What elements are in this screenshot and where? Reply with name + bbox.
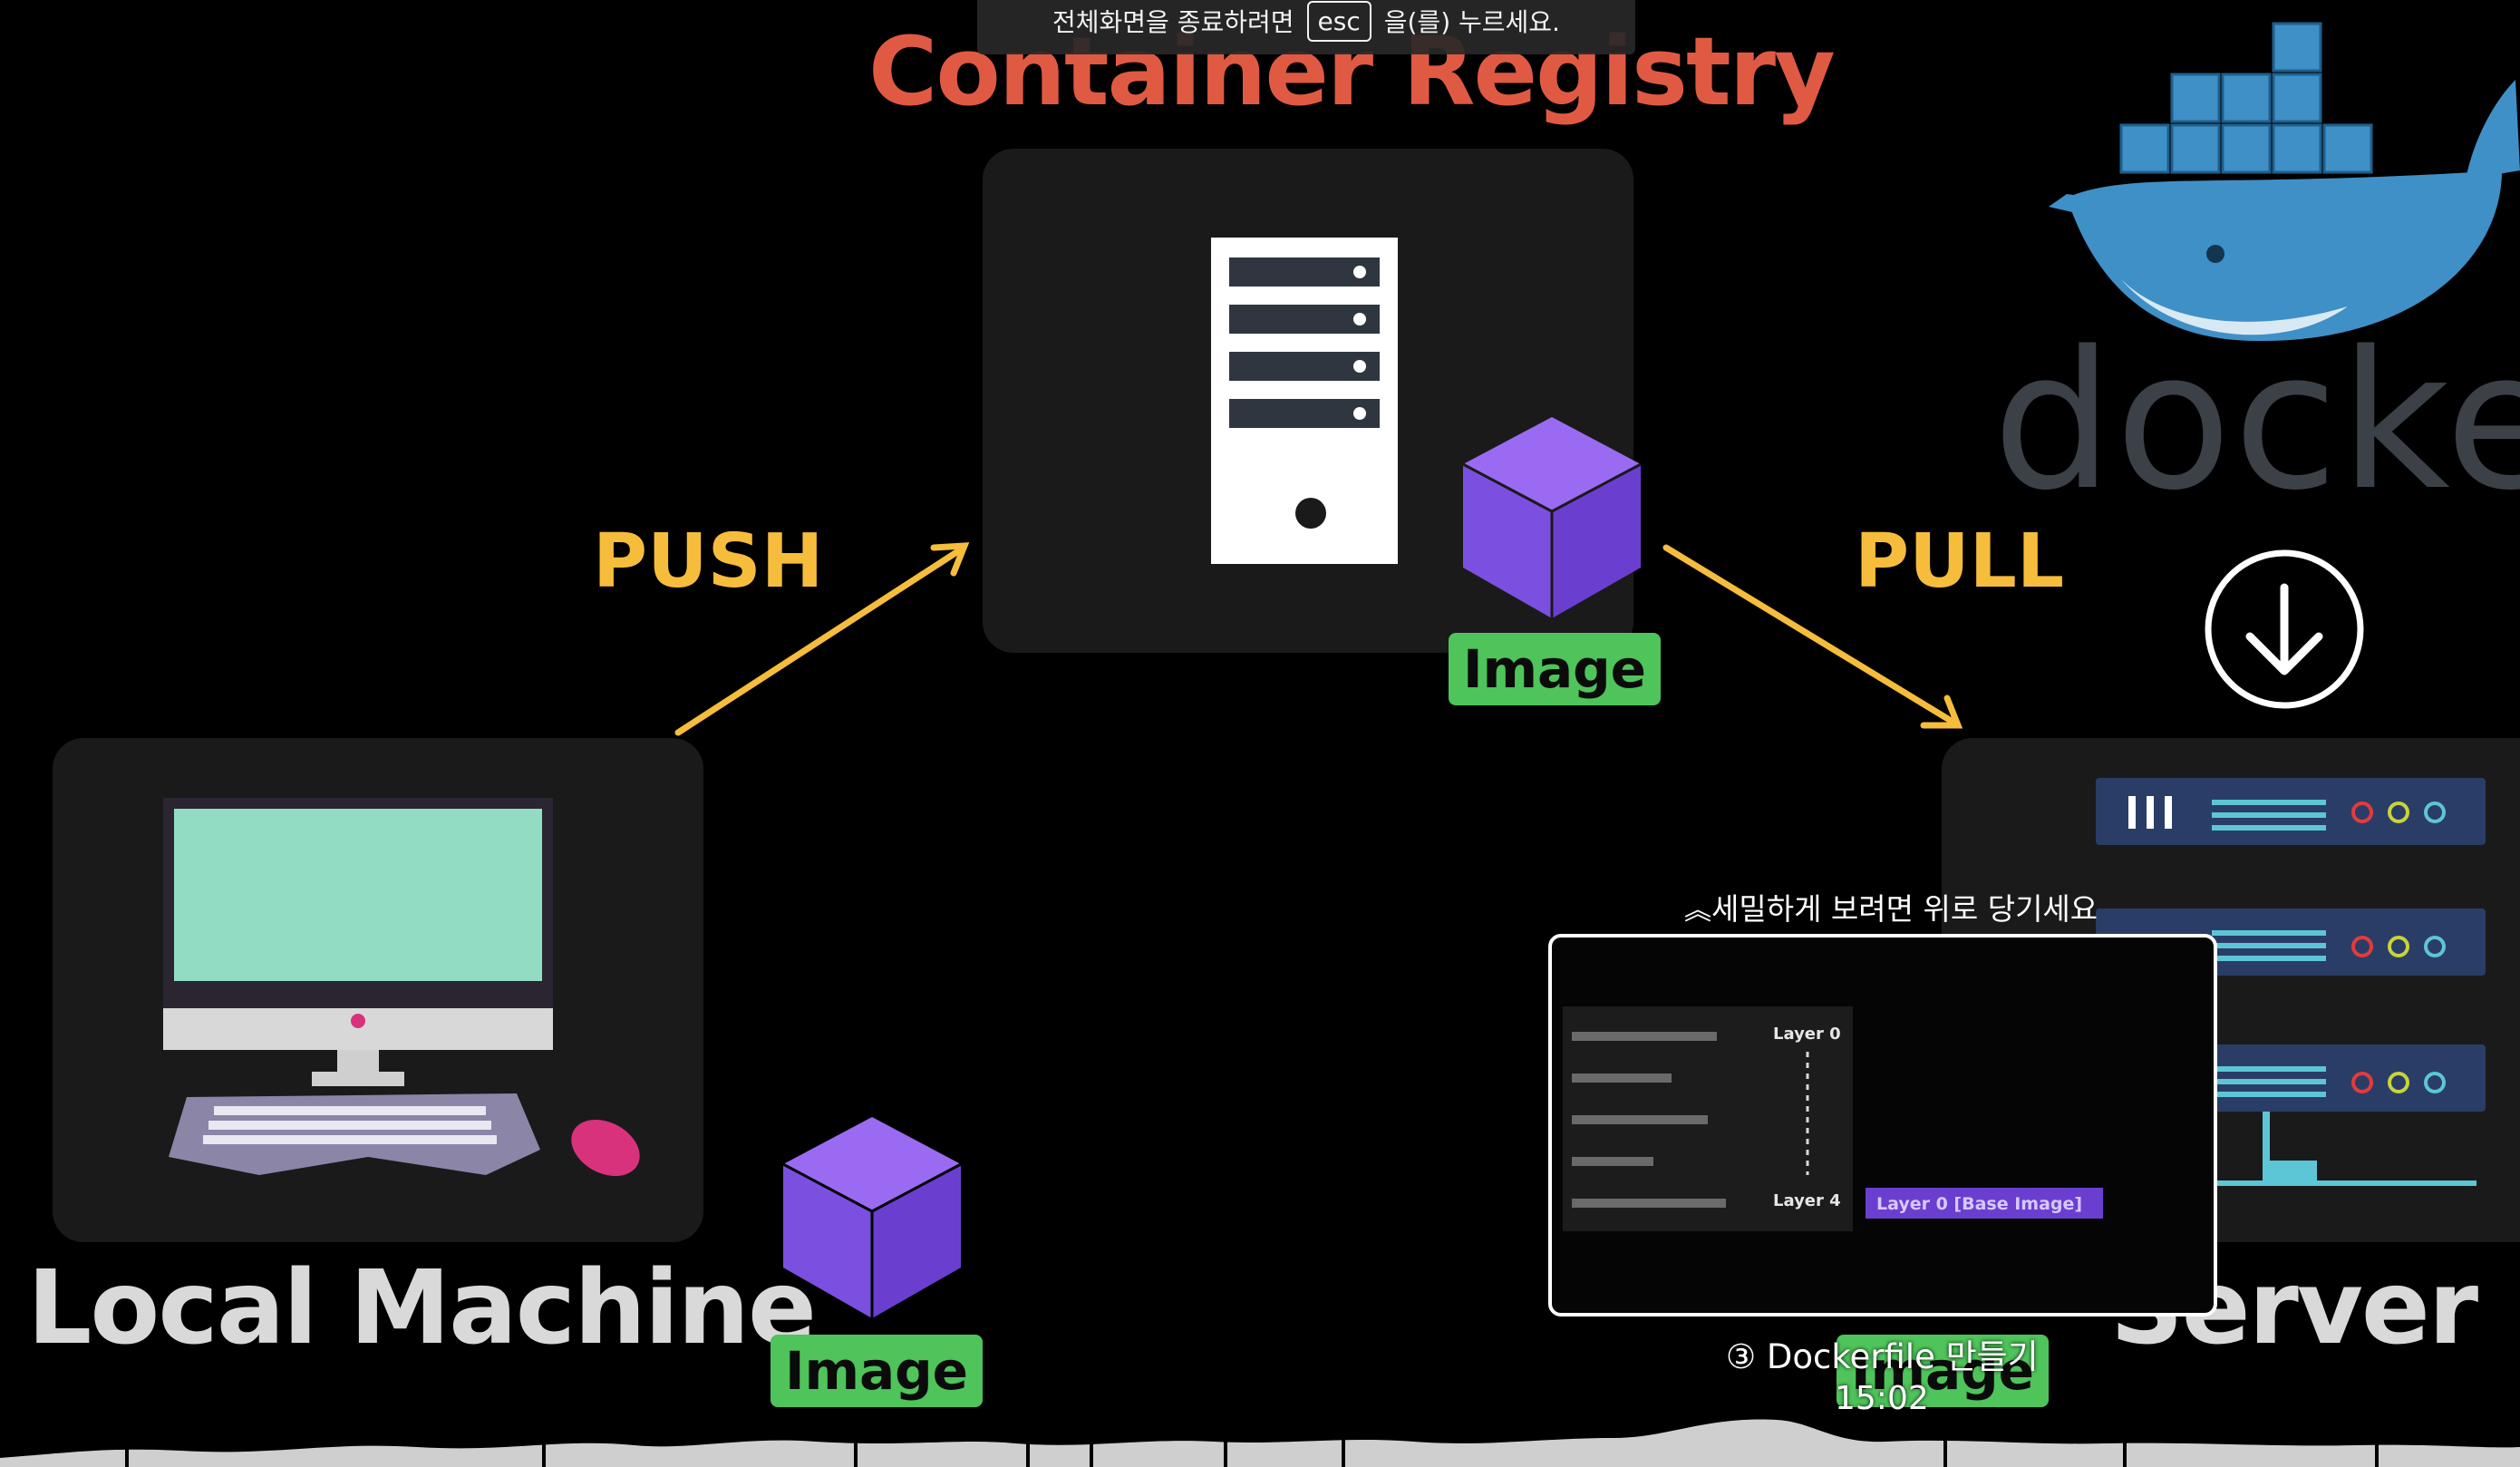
thumb-layer-top: Layer 0: [1773, 1025, 1841, 1044]
download-arrow-icon: [2205, 549, 2364, 709]
image-badge: Image: [1837, 1335, 2049, 1407]
pull-up-hint: ︽세밀하게 보려면 위로 당기세요: [1684, 885, 2098, 928]
thumb-layer-bottom: Layer 4: [1773, 1191, 1841, 1210]
preview-timestamp: 15:02: [1835, 1380, 1929, 1417]
docker-whale-icon: [2049, 22, 2520, 342]
image-cube-icon: [782, 1117, 962, 1318]
fullscreen-exit-notice: 전체화면을 종료하려면 esc 을(를) 누르세요.: [977, 0, 1635, 54]
chevron-up-icon: ︽: [1684, 895, 1711, 927]
image-cube-icon: [1462, 417, 1642, 618]
desktop-computer-icon: [163, 798, 640, 1177]
image-badge: Image: [1449, 633, 1661, 705]
fullscreen-notice-prefix: 전체화면을 종료하려면: [1052, 7, 1294, 37]
server-tower-icon: [1211, 238, 1398, 564]
thumb-base-image: Layer 0 [Base Image]: [1876, 1194, 2082, 1214]
local-machine-title: Local Machine: [27, 1249, 817, 1367]
docker-wordmark: docker: [1992, 310, 2520, 532]
image-badge: Image: [771, 1335, 983, 1407]
chapter-title: ③ Dockerfile 만들기: [1726, 1337, 2039, 1376]
push-label: PUSH: [593, 519, 824, 605]
pull-up-hint-text: 세밀하게 보려면 위로 당기세요: [1711, 891, 2098, 927]
thumbnail-content: Layer 0 Layer 4 Layer 0 [Base Image]: [1563, 1006, 2103, 1231]
pull-label: PULL: [1855, 519, 2065, 605]
esc-key: esc: [1306, 0, 1371, 42]
fullscreen-notice-suffix: 을(를) 누르세요.: [1383, 7, 1560, 37]
push-arrow-icon: [674, 542, 970, 736]
progress-heatmap[interactable]: [0, 1411, 2520, 1467]
pull-arrow-icon: [1662, 544, 1963, 729]
seek-preview-thumbnail: Layer 0 Layer 4 Layer 0 [Base Image]: [1548, 934, 2217, 1316]
